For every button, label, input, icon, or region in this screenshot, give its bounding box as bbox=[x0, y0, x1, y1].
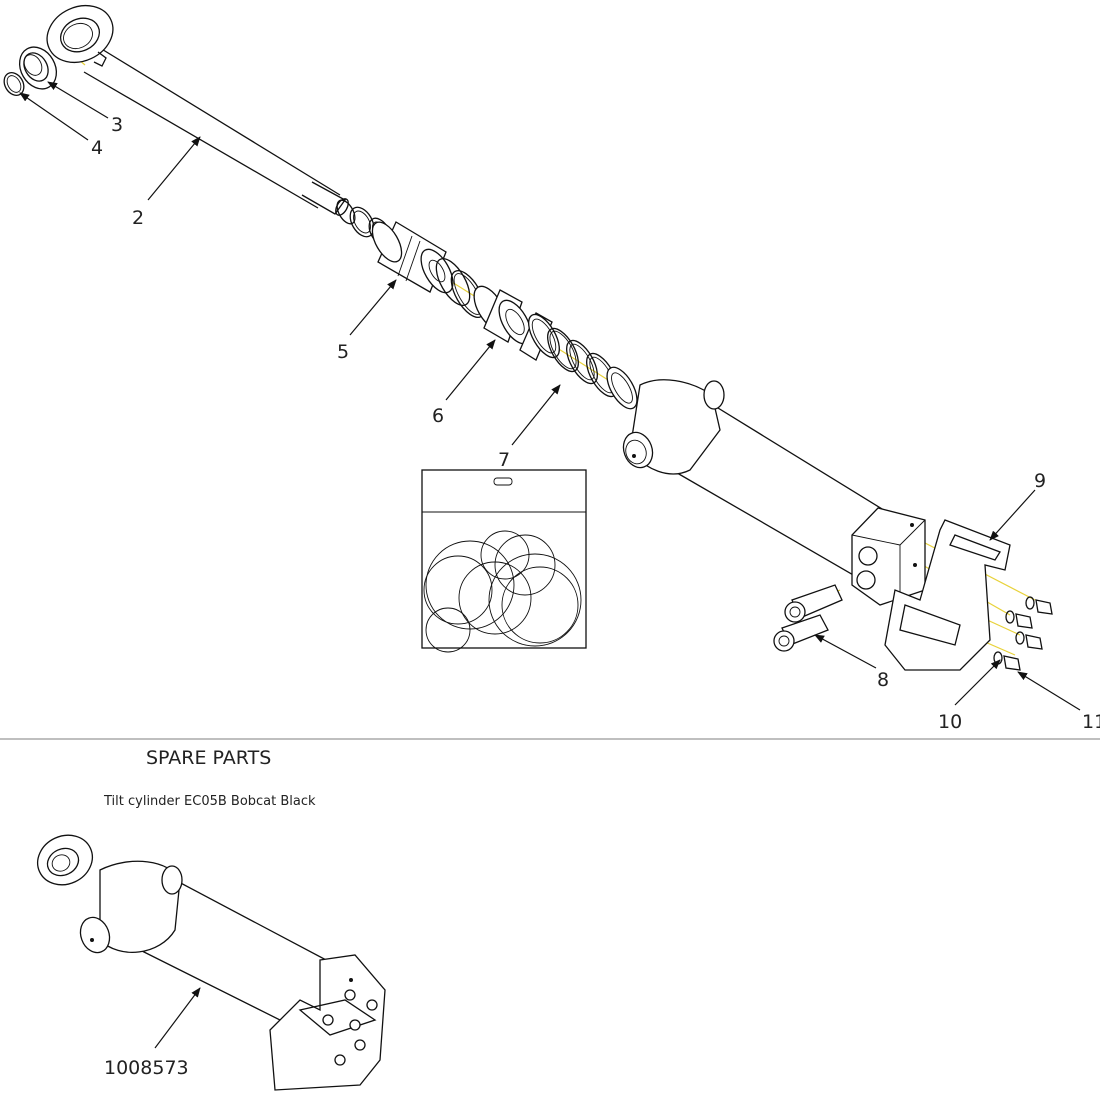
piston-part-5 bbox=[371, 221, 486, 318]
callout-9: 9 bbox=[1034, 470, 1046, 492]
piston-rod-part-2 bbox=[46, 4, 349, 216]
callout-labels: 2 3 4 5 6 7 8 9 10 11 bbox=[91, 114, 1100, 733]
callout-6: 6 bbox=[432, 405, 444, 427]
bracket-part-9 bbox=[884, 519, 1011, 671]
cylinder-barrel bbox=[622, 379, 926, 606]
callout-10: 10 bbox=[938, 711, 962, 733]
callout-leaders bbox=[19, 81, 1081, 711]
callout-4: 4 bbox=[91, 137, 103, 159]
bolts-part-11 bbox=[1003, 599, 1053, 671]
assembly-leader bbox=[154, 987, 201, 1049]
section-title: SPARE PARTS bbox=[146, 747, 271, 769]
callout-3: 3 bbox=[111, 114, 123, 136]
seal-rings-part-7 bbox=[519, 312, 638, 410]
callout-11: 11 bbox=[1082, 711, 1100, 733]
fittings-part-8 bbox=[773, 584, 843, 652]
product-name: Tilt cylinder EC05B Bobcat Black bbox=[103, 794, 316, 809]
seal-kit-bag bbox=[421, 469, 587, 653]
assembled-cylinder bbox=[37, 834, 386, 1091]
assembly-part-number: 1008573 bbox=[104, 1057, 189, 1079]
callout-7: 7 bbox=[498, 449, 510, 471]
callout-8: 8 bbox=[877, 669, 889, 691]
callout-2: 2 bbox=[132, 207, 144, 229]
bushing-part-3 bbox=[18, 46, 58, 90]
callout-5: 5 bbox=[337, 341, 349, 363]
